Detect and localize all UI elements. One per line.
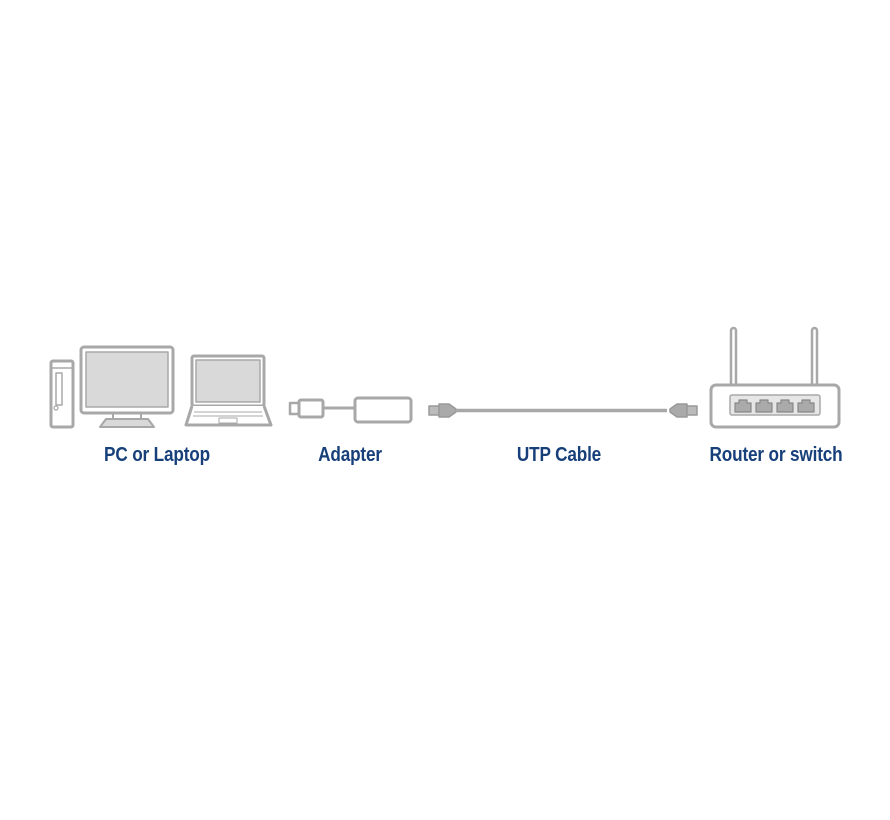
label-adapter: Adapter	[318, 444, 382, 466]
ethernet-port-icon	[755, 399, 773, 413]
pc-tower-icon	[49, 359, 75, 429]
adapter-icon	[288, 396, 413, 424]
ethernet-port-icon	[776, 399, 794, 413]
utp-cable-icon	[428, 403, 698, 418]
ethernet-port-icon	[734, 399, 752, 413]
label-router-or-switch: Router or switch	[709, 444, 843, 466]
ethernet-port-icon	[797, 399, 815, 413]
router-icon	[709, 326, 841, 429]
label-utp-cable: UTP Cable	[516, 444, 602, 466]
laptop-icon	[184, 354, 273, 427]
monitor-icon	[79, 345, 175, 428]
label-pc-or-laptop: PC or Laptop	[104, 444, 210, 466]
